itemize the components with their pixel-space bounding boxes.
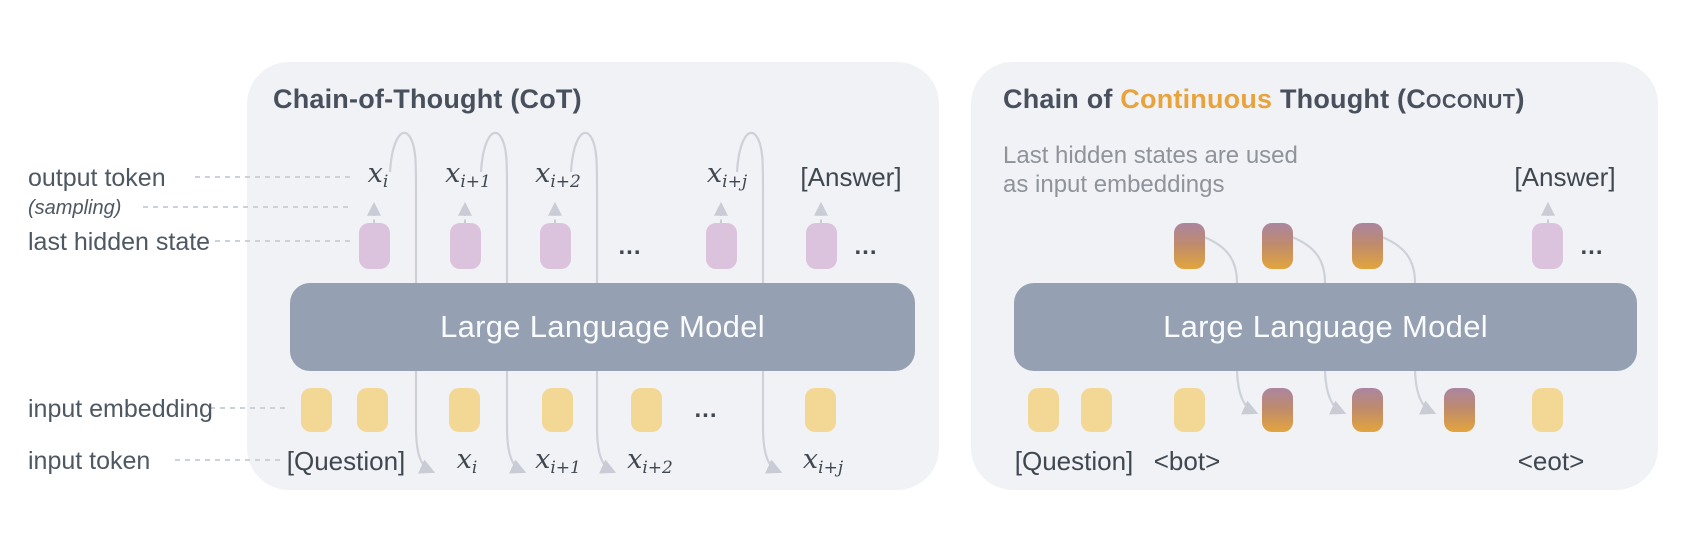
row-label-output-token: output token	[28, 164, 166, 192]
embedding-chip	[1028, 388, 1059, 432]
hidden-state-chip	[450, 223, 481, 269]
embedding-chip	[631, 388, 662, 432]
title-prefix: Chain of	[1003, 84, 1121, 114]
output-token-answer: [Answer]	[800, 162, 902, 192]
input-token-bot: <bot>	[1153, 446, 1221, 476]
subtitle-line2: as input embeddings	[1003, 171, 1225, 198]
hidden-state-chip	[359, 223, 390, 269]
output-token-xi1: xi+1	[445, 158, 491, 193]
input-token-question: [Question]	[286, 446, 406, 476]
hidden-state-chip	[806, 223, 837, 269]
title-smallcaps-initial: C	[1406, 84, 1426, 114]
input-token-xi: xi	[456, 444, 478, 479]
hidden-state-chip	[706, 223, 737, 269]
loop-arrow-icon	[569, 131, 617, 474]
output-token-xi2: xi+2	[535, 158, 581, 193]
loop-arrow-icon	[735, 131, 783, 474]
ellipsis: ...	[854, 233, 878, 260]
title-middle: Thought (	[1272, 84, 1407, 114]
loop-arrow-icon	[479, 131, 527, 474]
loop-arrow-icon	[388, 131, 436, 474]
input-token-xi1: xi+1	[535, 444, 581, 479]
hidden-state-chip	[540, 223, 571, 269]
continuous-thought-chip	[1352, 388, 1383, 432]
hidden-state-chip	[1532, 223, 1563, 269]
output-token-xij: xi+j	[706, 158, 748, 193]
embedding-chip	[449, 388, 480, 432]
cot-panel-title: Chain-of-Thought (CoT)	[273, 84, 582, 114]
sampling-up-arrows	[367, 201, 1555, 223]
ellipsis: ...	[618, 233, 642, 260]
subtitle-line1: Last hidden states are used	[1003, 142, 1298, 169]
embedding-chip	[1081, 388, 1112, 432]
row-label-input-embedding: input embedding	[28, 395, 213, 423]
row-label-sampling: (sampling)	[28, 197, 122, 219]
continuous-thought-chip	[1262, 223, 1293, 269]
continuous-thought-chip	[1174, 223, 1205, 269]
llm-bar-label: Large Language Model	[1163, 309, 1488, 344]
row-label-input-token: input token	[28, 447, 151, 475]
title-smallcaps-rest: OCONUT	[1425, 91, 1516, 113]
embedding-chip	[542, 388, 573, 432]
coconut-subtitle: Last hidden states are used as input emb…	[1003, 141, 1298, 199]
title-suffix: )	[1515, 84, 1525, 114]
coconut-panel-title: Chain of Continuous Thought (COCONUT)	[1003, 84, 1525, 115]
embedding-chip	[805, 388, 836, 432]
output-token-answer: [Answer]	[1514, 162, 1616, 192]
embedding-chip	[357, 388, 388, 432]
llm-bar: Large Language Model	[290, 283, 915, 371]
llm-bar-label: Large Language Model	[440, 309, 765, 344]
continuous-thought-chip	[1444, 388, 1475, 432]
input-token-question: [Question]	[1014, 446, 1134, 476]
ellipsis: ...	[1580, 233, 1604, 260]
row-label-last-hidden-state: last hidden state	[28, 228, 211, 256]
output-token-xi: xi	[367, 158, 389, 193]
input-token-eot: <eot>	[1517, 446, 1585, 476]
llm-bar: Large Language Model	[1014, 283, 1637, 371]
embedding-chip	[1532, 388, 1563, 432]
ellipsis: ...	[694, 396, 718, 423]
embedding-chip	[1174, 388, 1205, 432]
cot-autoregressive-loops	[388, 131, 783, 474]
title-accent: Continuous	[1120, 84, 1273, 114]
label-leader-lines	[143, 176, 352, 461]
continuous-thought-chip	[1262, 388, 1293, 432]
input-token-xij: xi+j	[802, 444, 844, 479]
continuous-thought-chip	[1352, 223, 1383, 269]
input-token-xi2: xi+2	[627, 444, 673, 479]
embedding-chip	[301, 388, 332, 432]
